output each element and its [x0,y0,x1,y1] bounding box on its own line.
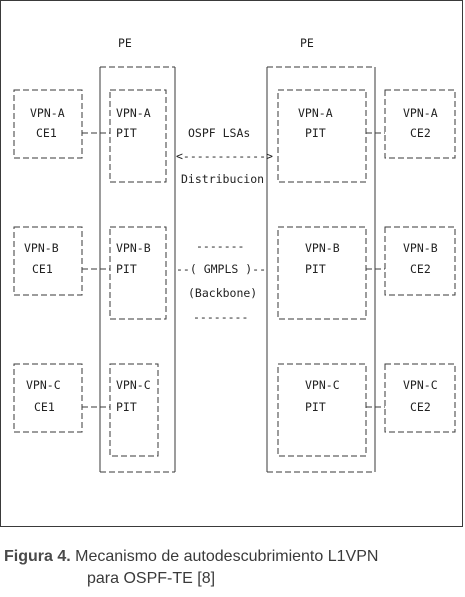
pit-box-right-b: VPN-B PIT [277,226,367,320]
ce-left-b-vpn: VPN-B [24,241,59,255]
figure-caption: Figura 4. Mecanismo de autodescubrimient… [4,546,464,590]
ce-box-left-c: VPN-C CE1 [13,363,83,433]
distribution-label: Distribucion [181,172,264,186]
ce-box-right-b: VPN-B CE2 [384,226,456,296]
ospf-lsas-label: OSPF LSAs [188,126,250,140]
pit-left-a-vpn: VPN-A [116,106,151,120]
ce-left-c-ce: CE1 [34,400,55,414]
backbone-label: (Backbone) [188,286,257,300]
pit-box-right-c: VPN-C PIT [277,363,367,457]
ce-right-a-ce: CE2 [410,126,431,140]
ce-right-a-vpn: VPN-A [403,106,438,120]
ce-right-c-ce: CE2 [410,400,431,414]
ce-box-right-c: VPN-C CE2 [384,363,456,433]
pit-box-right-a: VPN-A PIT [277,89,367,183]
pe-box-left [99,66,176,473]
pit-right-b-vpn: VPN-B [305,241,340,255]
pit-right-c-vpn: VPN-C [305,378,340,392]
pit-right-b-pit: PIT [305,262,326,276]
pit-left-a-pit: PIT [116,126,137,140]
caption-line2: para OSPF-TE [8] [87,570,216,587]
caption-line1: Mecanismo de autodescubrimiento L1VPN [75,548,379,565]
ce-left-a-ce: CE1 [36,126,57,140]
pit-right-a-pit: PIT [305,126,326,140]
pit-left-c-pit: PIT [116,400,137,414]
pit-left-b-pit: PIT [116,262,137,276]
dash-bottom: -------- [193,310,248,324]
l1vpn-diagram: PE PE VPN-A CE1 VPN-B CE1 VPN-C CE1 VPN-… [13,36,456,473]
ce-right-b-vpn: VPN-B [403,241,438,255]
ce-left-c-vpn: VPN-C [26,378,61,392]
pe-label-left: PE [118,36,132,50]
pit-box-left-b: VPN-B PIT [109,226,167,320]
gmpls-label: --( GMPLS )-- [176,262,266,276]
ce-box-left-a: VPN-A CE1 [13,89,83,159]
ce-right-c-vpn: VPN-C [403,378,438,392]
dash-top: ------- [196,239,244,253]
pit-right-a-vpn: VPN-A [298,106,333,120]
ce-box-right-a: VPN-A CE2 [384,89,456,159]
pit-box-left-c: VPN-C PIT [109,363,159,457]
ce-right-b-ce: CE2 [410,262,431,276]
pit-right-c-pit: PIT [305,400,326,414]
caption-label: Figura 4. [4,548,71,565]
pit-box-left-a: VPN-A PIT [109,89,167,183]
figure-frame [0,0,463,527]
pit-left-c-vpn: VPN-C [116,378,151,392]
ce-box-left-b: VPN-B CE1 [13,226,83,296]
lsa-arrow: <------------> [176,149,273,163]
pe-label-right: PE [300,36,314,50]
ce-left-b-ce: CE1 [32,262,53,276]
ce-left-a-vpn: VPN-A [30,106,65,120]
pit-left-b-vpn: VPN-B [116,241,151,255]
